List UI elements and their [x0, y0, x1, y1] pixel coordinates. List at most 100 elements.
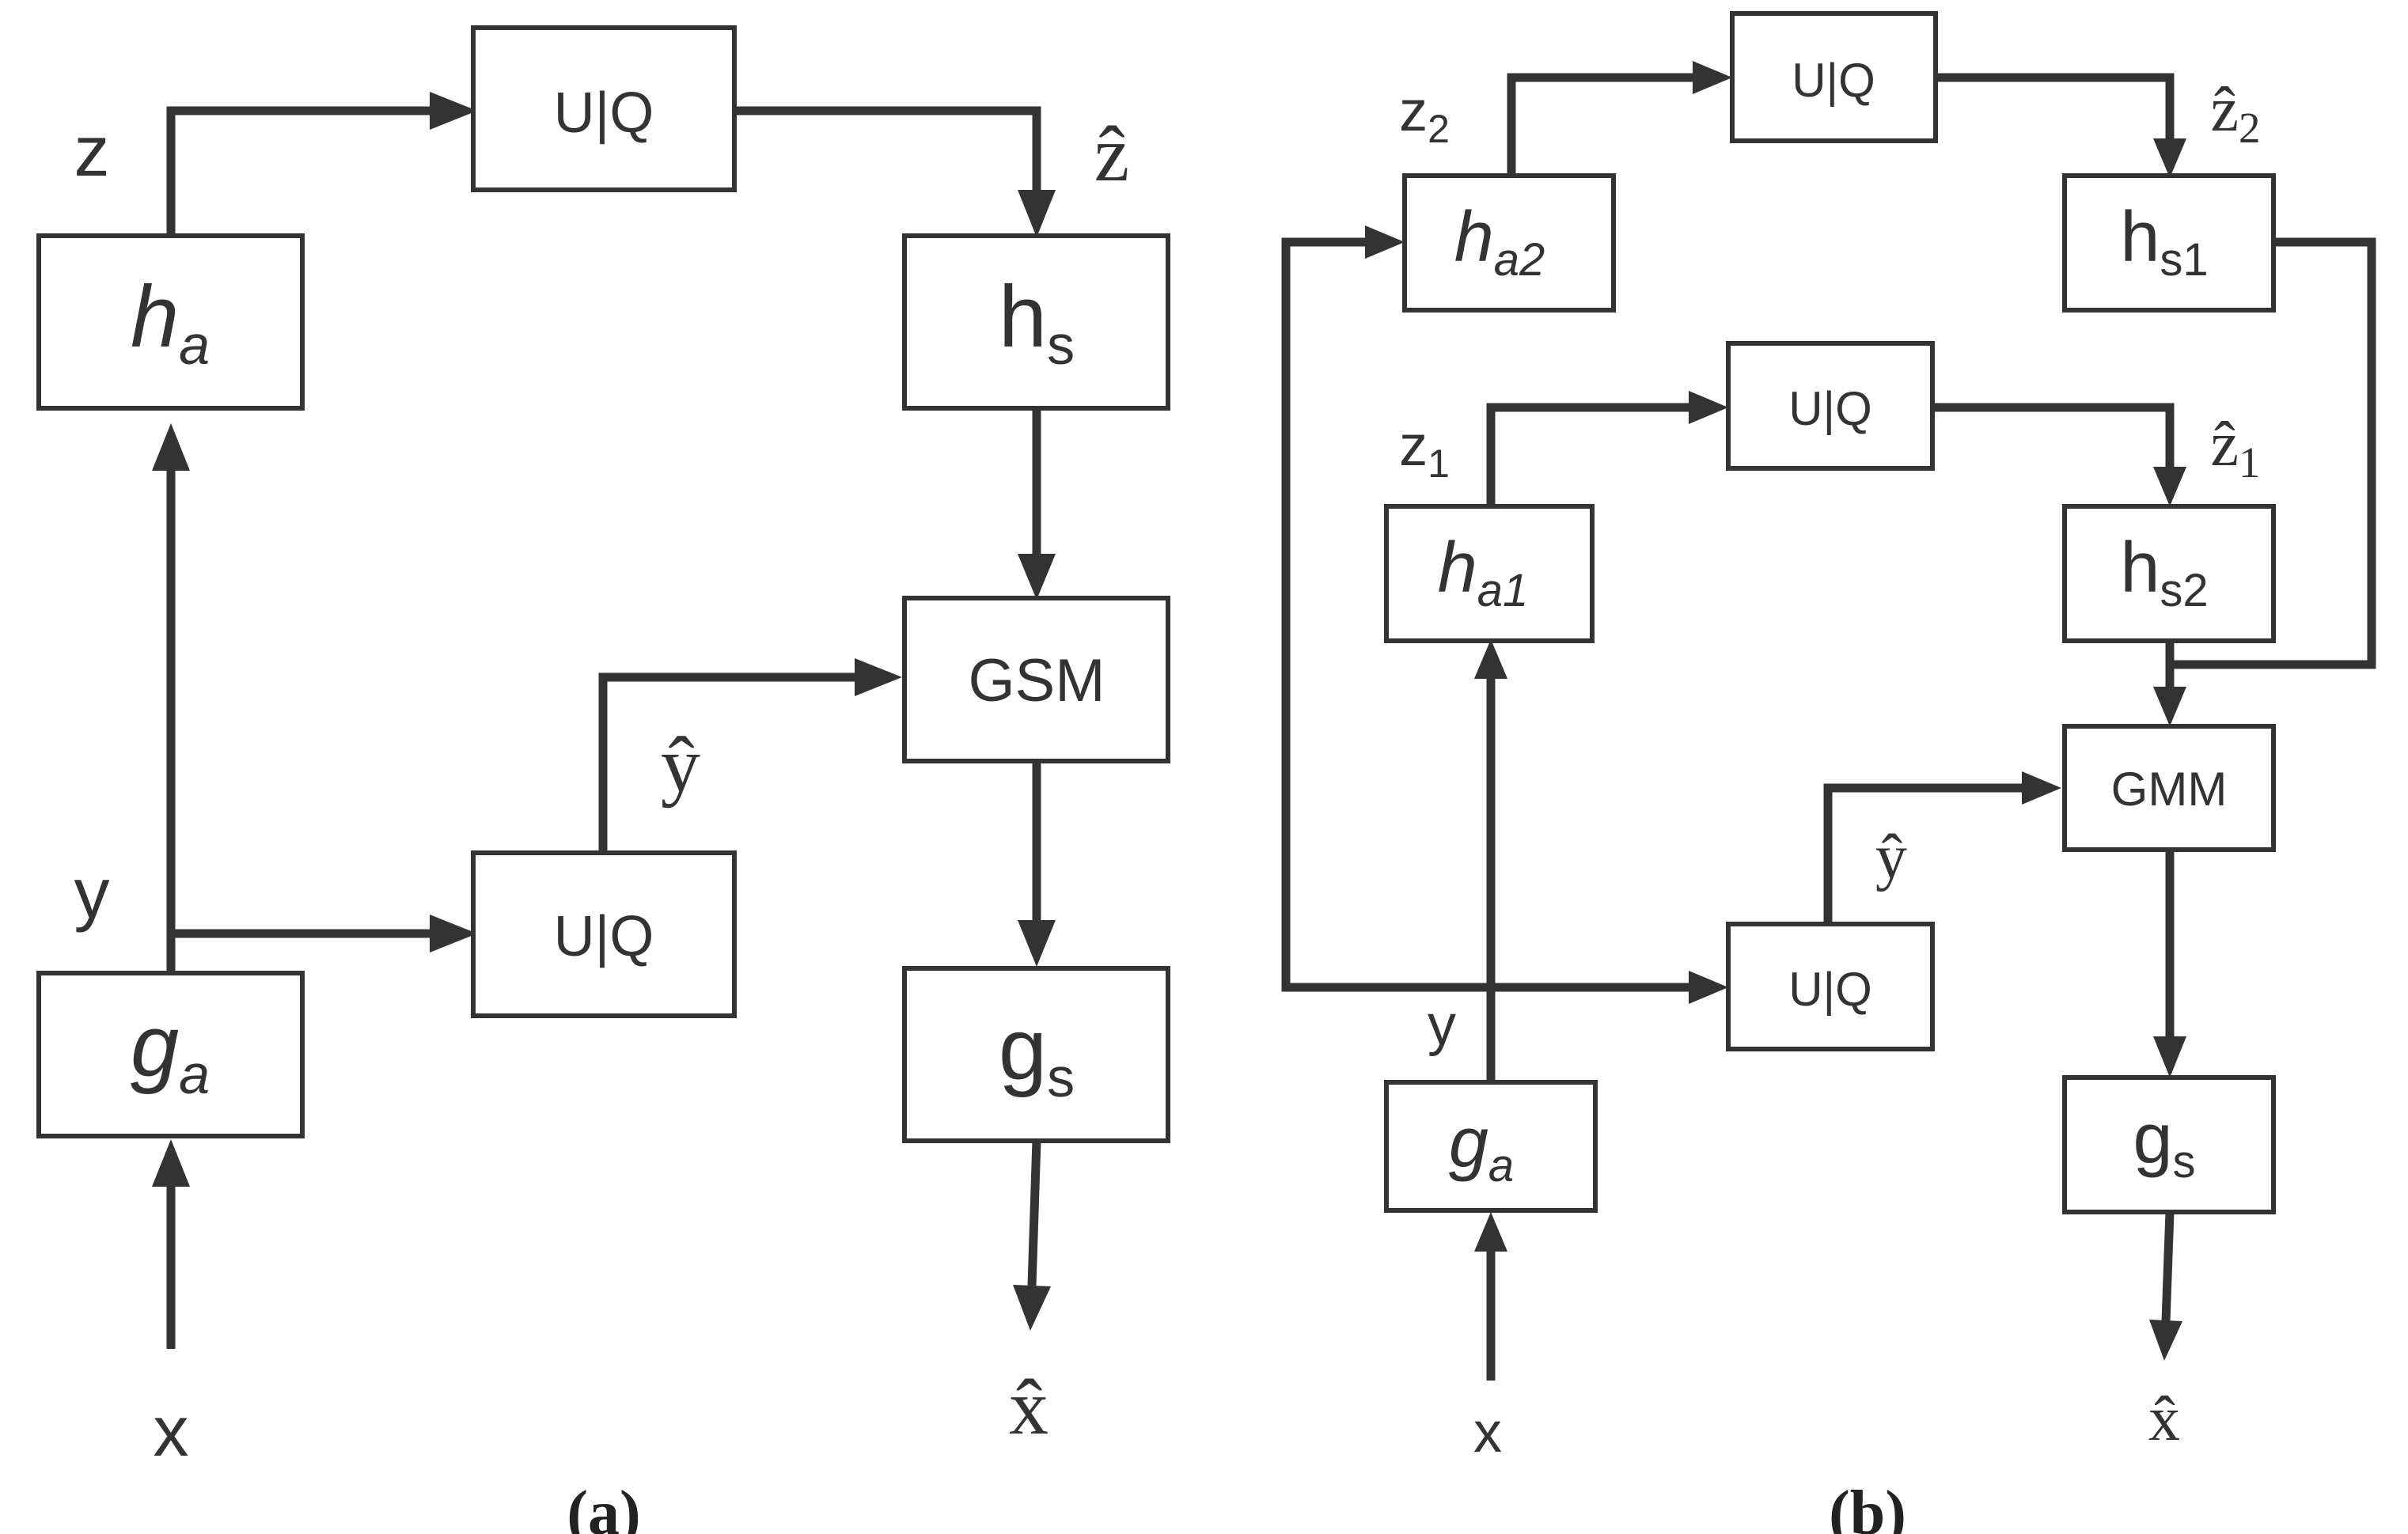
label-z1hat-base: ẑ	[2210, 410, 2239, 479]
label-y-a: y	[74, 854, 110, 934]
hs2-base: h	[2120, 528, 2160, 608]
arrowhead-ha-in	[152, 423, 190, 471]
svg-text:ha: ha	[131, 268, 210, 376]
hs1-base: h	[2120, 198, 2160, 277]
box-gs-a: gs	[902, 966, 1170, 1143]
label-z2-sub: 2	[1428, 107, 1450, 151]
edge-hs1-to-gmm	[2170, 237, 2376, 669]
label-zhat-a: ẑ	[1094, 110, 1129, 198]
arrowhead-ga-in	[152, 1139, 190, 1187]
label-z1hat-sub: 1	[2239, 438, 2261, 487]
box-ga-a: ga	[36, 971, 305, 1138]
label-z-a: z	[74, 112, 110, 191]
edge-ha-to-uq	[166, 106, 430, 236]
arrowhead-gs-in	[1018, 920, 1056, 967]
svg-text:ga: ga	[1449, 1104, 1514, 1191]
ha-a-base: h	[131, 268, 179, 366]
label-yhat-a: ŷ	[661, 721, 700, 809]
box-ga-b: ga	[1384, 1080, 1598, 1213]
svg-text:ga: ga	[131, 998, 210, 1105]
svg-text:gs: gs	[999, 1001, 1075, 1108]
arrowhead-uq-top-b-in	[1693, 61, 1732, 94]
box-hs2: hs2	[2062, 504, 2276, 643]
edge-uq-top-to-hs1	[1936, 73, 2175, 138]
ga-a-sub: a	[179, 1043, 210, 1105]
arrowhead-ha1-in	[1474, 639, 1507, 679]
label-z2hat-sub: 2	[2239, 104, 2261, 152]
label-z1-base: z	[1399, 415, 1428, 478]
box-uq-bottom-b: U|Q	[1726, 922, 1935, 1051]
connectors-a	[152, 92, 1056, 1349]
label-y-b: y	[1428, 994, 1456, 1057]
svg-text:hs1: hs1	[2120, 198, 2208, 286]
uq-top-b-label: U|Q	[1792, 54, 1875, 107]
label-xhat-b: x̂	[2148, 1384, 2180, 1454]
svg-text:ha2: ha2	[1454, 198, 1545, 286]
edge-uq-to-hs	[732, 106, 1041, 190]
edge-uq-mid-to-hs2	[1932, 403, 2175, 467]
ha-a-sub: a	[179, 314, 210, 376]
hs1-sub: s1	[2160, 234, 2208, 286]
edge-uq-bottom-to-gmm	[1823, 783, 2022, 924]
ha1-base: h	[1438, 528, 1477, 608]
box-uq-bottom-a: U|Q	[471, 850, 737, 1018]
label-x-a: x	[154, 1392, 189, 1472]
gs-b-sub: s	[2173, 1136, 2196, 1187]
caption-b: (b)	[1829, 1479, 1906, 1534]
edge-ha1-to-uq-mid	[1486, 403, 1689, 506]
edge-ha2-to-uq-top	[1507, 73, 1693, 176]
gsm-label: GSM	[968, 647, 1105, 714]
svg-text:hs2: hs2	[2120, 528, 2208, 616]
box-uq-top-b: U|Q	[1730, 11, 1938, 143]
connectors-b	[1281, 61, 2376, 1381]
caption-a: (a)	[567, 1479, 640, 1534]
svg-text:ha1: ha1	[1438, 528, 1529, 616]
diagram-b: ha2 U|Q hs1 U|Q ha1 hs2 GMM U|Q	[1281, 11, 2376, 1534]
label-x-b: x	[1473, 1401, 1502, 1464]
gs-a-base: g	[999, 1001, 1047, 1098]
svg-text:hs: hs	[999, 268, 1075, 376]
arrowhead-hs-in	[1018, 190, 1056, 237]
arrowhead-ha2-in	[1365, 225, 1405, 259]
hs-a-base: h	[999, 268, 1047, 366]
ha2-base: h	[1454, 198, 1494, 277]
svg-text:z2: z2	[1399, 80, 1450, 151]
arrowhead-gsm-top-in	[1018, 554, 1056, 600]
arrowhead-uq-mid-in	[1689, 391, 1728, 424]
svg-text:ẑ2: ẑ2	[2210, 75, 2260, 152]
arrowhead-uq-top-in	[430, 92, 477, 130]
label-yhat-b: ŷ	[1875, 823, 1907, 892]
label-xhat-a: x̂	[1009, 1363, 1049, 1451]
hs-a-sub: s	[1047, 314, 1075, 376]
uq-bottom-a-label: U|Q	[554, 905, 654, 968]
svg-text:ẑ1: ẑ1	[2210, 410, 2260, 487]
ga-b-base: g	[1449, 1104, 1488, 1183]
ha2-sub: a2	[1494, 234, 1545, 286]
box-ha-a: ha	[36, 233, 305, 411]
arrowhead-gsm-left-in	[855, 658, 902, 696]
box-ha1: ha1	[1384, 504, 1595, 643]
diagram-a: ha U|Q hs GSM U|Q ga gs z ẑ y ŷ	[36, 25, 1170, 1534]
box-gsm: GSM	[902, 596, 1170, 763]
label-z2hat-base: ẑ	[2210, 75, 2239, 145]
arrowhead-uq-bottom-in	[430, 915, 477, 953]
arrowhead-ga-b-in	[1474, 1212, 1507, 1252]
gs-a-sub: s	[1047, 1047, 1075, 1108]
svg-text:z1: z1	[1399, 415, 1450, 486]
svg-text:gs: gs	[2133, 1100, 2195, 1187]
arrowhead-hs2-in	[2153, 467, 2186, 506]
arrowhead-xhat	[1013, 1285, 1051, 1331]
box-hs1: hs1	[2062, 173, 2276, 312]
edge-gs-to-xhat	[1027, 1139, 1041, 1286]
label-z1-sub: 1	[1428, 441, 1450, 486]
label-z2-base: z	[1399, 80, 1428, 143]
arrowhead-xhat-b	[2149, 1320, 2182, 1361]
box-gs-b: gs	[2062, 1075, 2276, 1214]
gs-b-base: g	[2133, 1100, 2172, 1179]
ga-b-sub: a	[1488, 1140, 1514, 1191]
hs2-sub: s2	[2160, 565, 2208, 616]
ga-a-base: g	[131, 998, 179, 1095]
arrowhead-hs1-in	[2153, 138, 2186, 178]
box-uq-top-a: U|Q	[471, 25, 737, 192]
